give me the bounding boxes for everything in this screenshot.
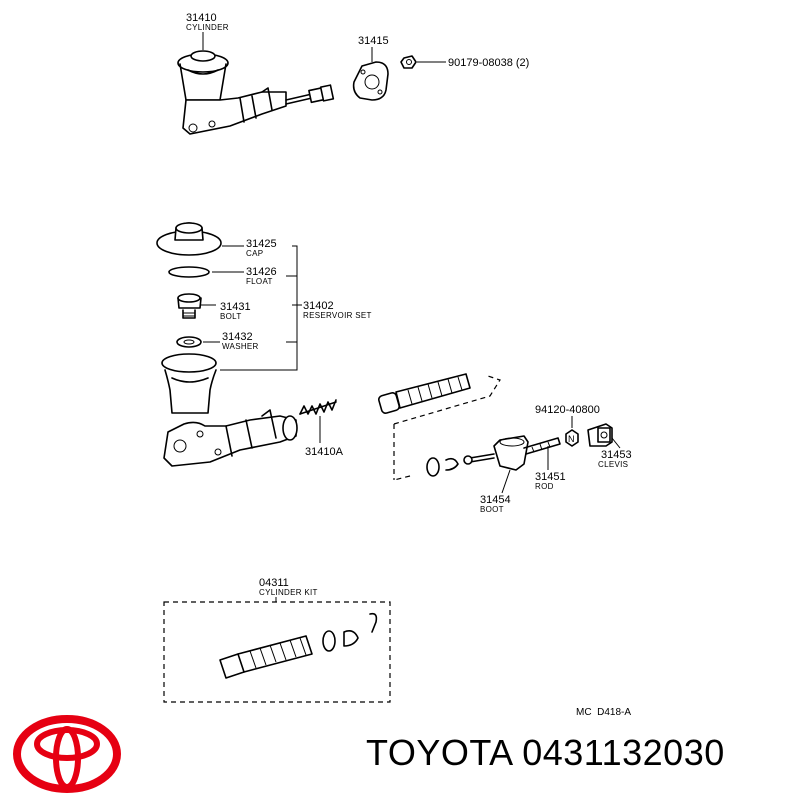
rod-boot-clevis-drawing <box>463 423 613 471</box>
label-cap: CAP <box>246 249 263 258</box>
label-31431: 31431 <box>220 301 251 313</box>
label-31426: 31426 <box>246 266 277 278</box>
label-rod: ROD <box>535 482 554 491</box>
label-cylinder: CYLINDER <box>186 23 229 32</box>
gasket-31415-drawing <box>352 61 389 101</box>
label-31453: 31453 <box>601 449 632 461</box>
nut-90179-drawing <box>400 55 446 69</box>
kit-parts-drawing <box>378 373 501 481</box>
label-31451: 31451 <box>535 471 566 483</box>
label-31410a: 31410A <box>305 446 344 458</box>
label-31425: 31425 <box>246 238 277 250</box>
label-94120-40800: 94120-40800 <box>535 404 600 416</box>
label-reservoir-set: RESERVOIR SET <box>303 311 372 320</box>
label-90179-08038: 90179-08038 (2) <box>448 57 529 69</box>
label-cylinder-kit: CYLINDER KIT <box>259 588 318 597</box>
drawing-code: MC D418-A <box>576 707 631 718</box>
label-31410: 31410 <box>186 12 217 24</box>
cylinder-assembly-drawing <box>177 50 335 135</box>
reservoir-set-drawing <box>156 222 222 414</box>
cylinder-kit-drawing <box>219 612 378 679</box>
label-04311: 04311 <box>259 577 289 589</box>
label-clevis: CLEVIS <box>598 460 628 469</box>
label-washer: WASHER <box>222 342 259 351</box>
cylinder-kit-frame <box>163 601 391 703</box>
label-31432: 31432 <box>222 331 253 343</box>
nut-marker-n: N <box>568 434 575 444</box>
brand-part-number: TOYOTA 0431132030 <box>366 732 725 773</box>
label-31402: 31402 <box>303 300 334 312</box>
cylinder-body-drawing <box>163 399 337 467</box>
label-bolt: BOLT <box>220 312 242 321</box>
label-31415: 31415 <box>358 35 389 47</box>
label-float: FLOAT <box>246 277 273 286</box>
label-31454: 31454 <box>480 494 511 506</box>
toyota-logo <box>13 715 121 793</box>
label-boot: BOOT <box>480 505 504 514</box>
